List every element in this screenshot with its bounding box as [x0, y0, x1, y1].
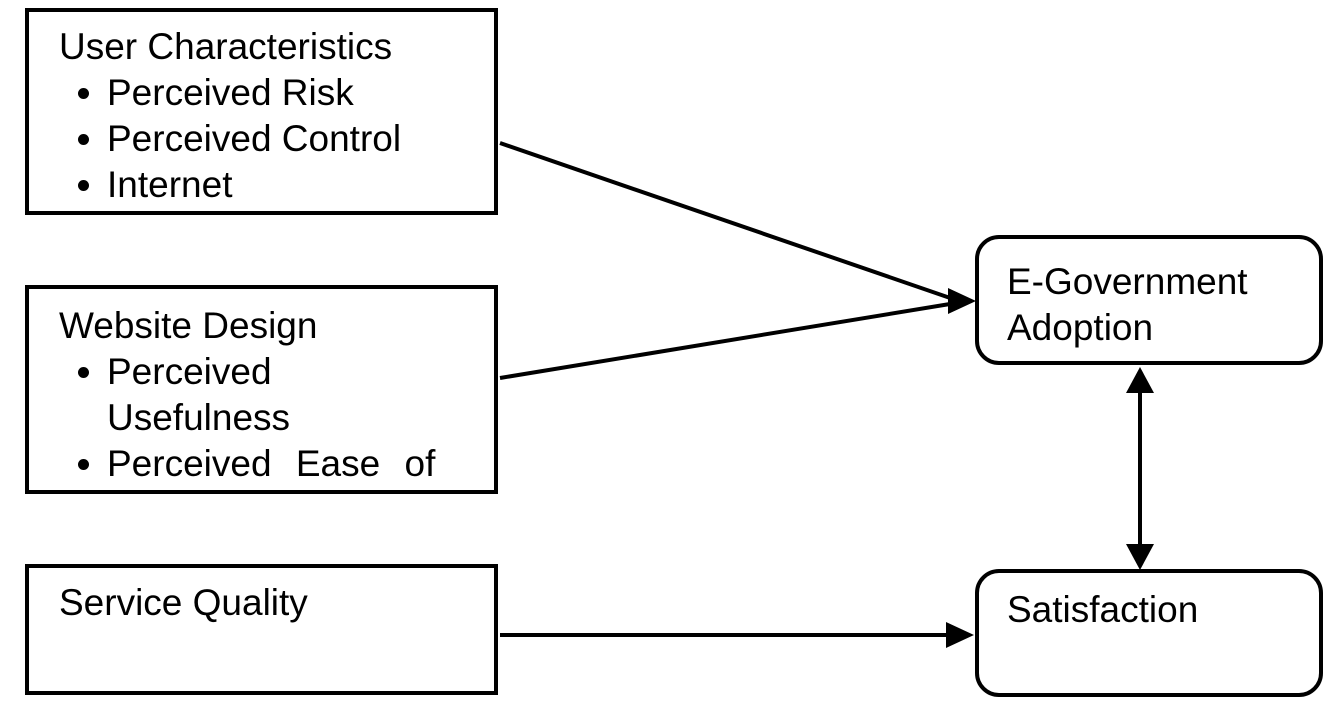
bullet-item: Perceived Control: [107, 116, 484, 162]
bullet-item: Perceived Usefulness: [107, 349, 379, 441]
bullet-item: Internet: [107, 162, 484, 208]
node-title-line1: E-Government: [1007, 261, 1248, 302]
node-user-characteristics: User Characteristics Perceived Risk Perc…: [25, 8, 498, 215]
node-title: Satisfaction: [1007, 589, 1199, 630]
arrow-user-to-egov: [499, 141, 957, 302]
node-egov-adoption: E-Government Adoption: [975, 235, 1323, 365]
node-satisfaction: Satisfaction: [975, 569, 1323, 697]
node-title-line2: Adoption: [1007, 307, 1154, 348]
node-title: User Characteristics: [59, 26, 393, 67]
bullet-item: Perceived Risk: [107, 70, 484, 116]
node-service-quality: Service Quality: [25, 564, 498, 695]
node-title: Service Quality: [59, 582, 308, 623]
arrowhead-egov-icon: [948, 288, 976, 314]
arrowhead-up-icon: [1126, 367, 1154, 393]
arrowhead-satisfaction-icon: [946, 622, 974, 648]
node-website-design: Website Design Perceived Usefulness Perc…: [25, 285, 498, 494]
arrow-website-to-egov: [499, 301, 957, 380]
node-title: Website Design: [59, 305, 318, 346]
bullet-item: Perceived Ease of: [107, 441, 484, 487]
arrowhead-down-icon: [1126, 544, 1154, 570]
bullet-list: Perceived Risk Perceived Control Interne…: [59, 70, 484, 208]
bullet-list: Perceived Usefulness Perceived Ease of: [59, 349, 484, 487]
